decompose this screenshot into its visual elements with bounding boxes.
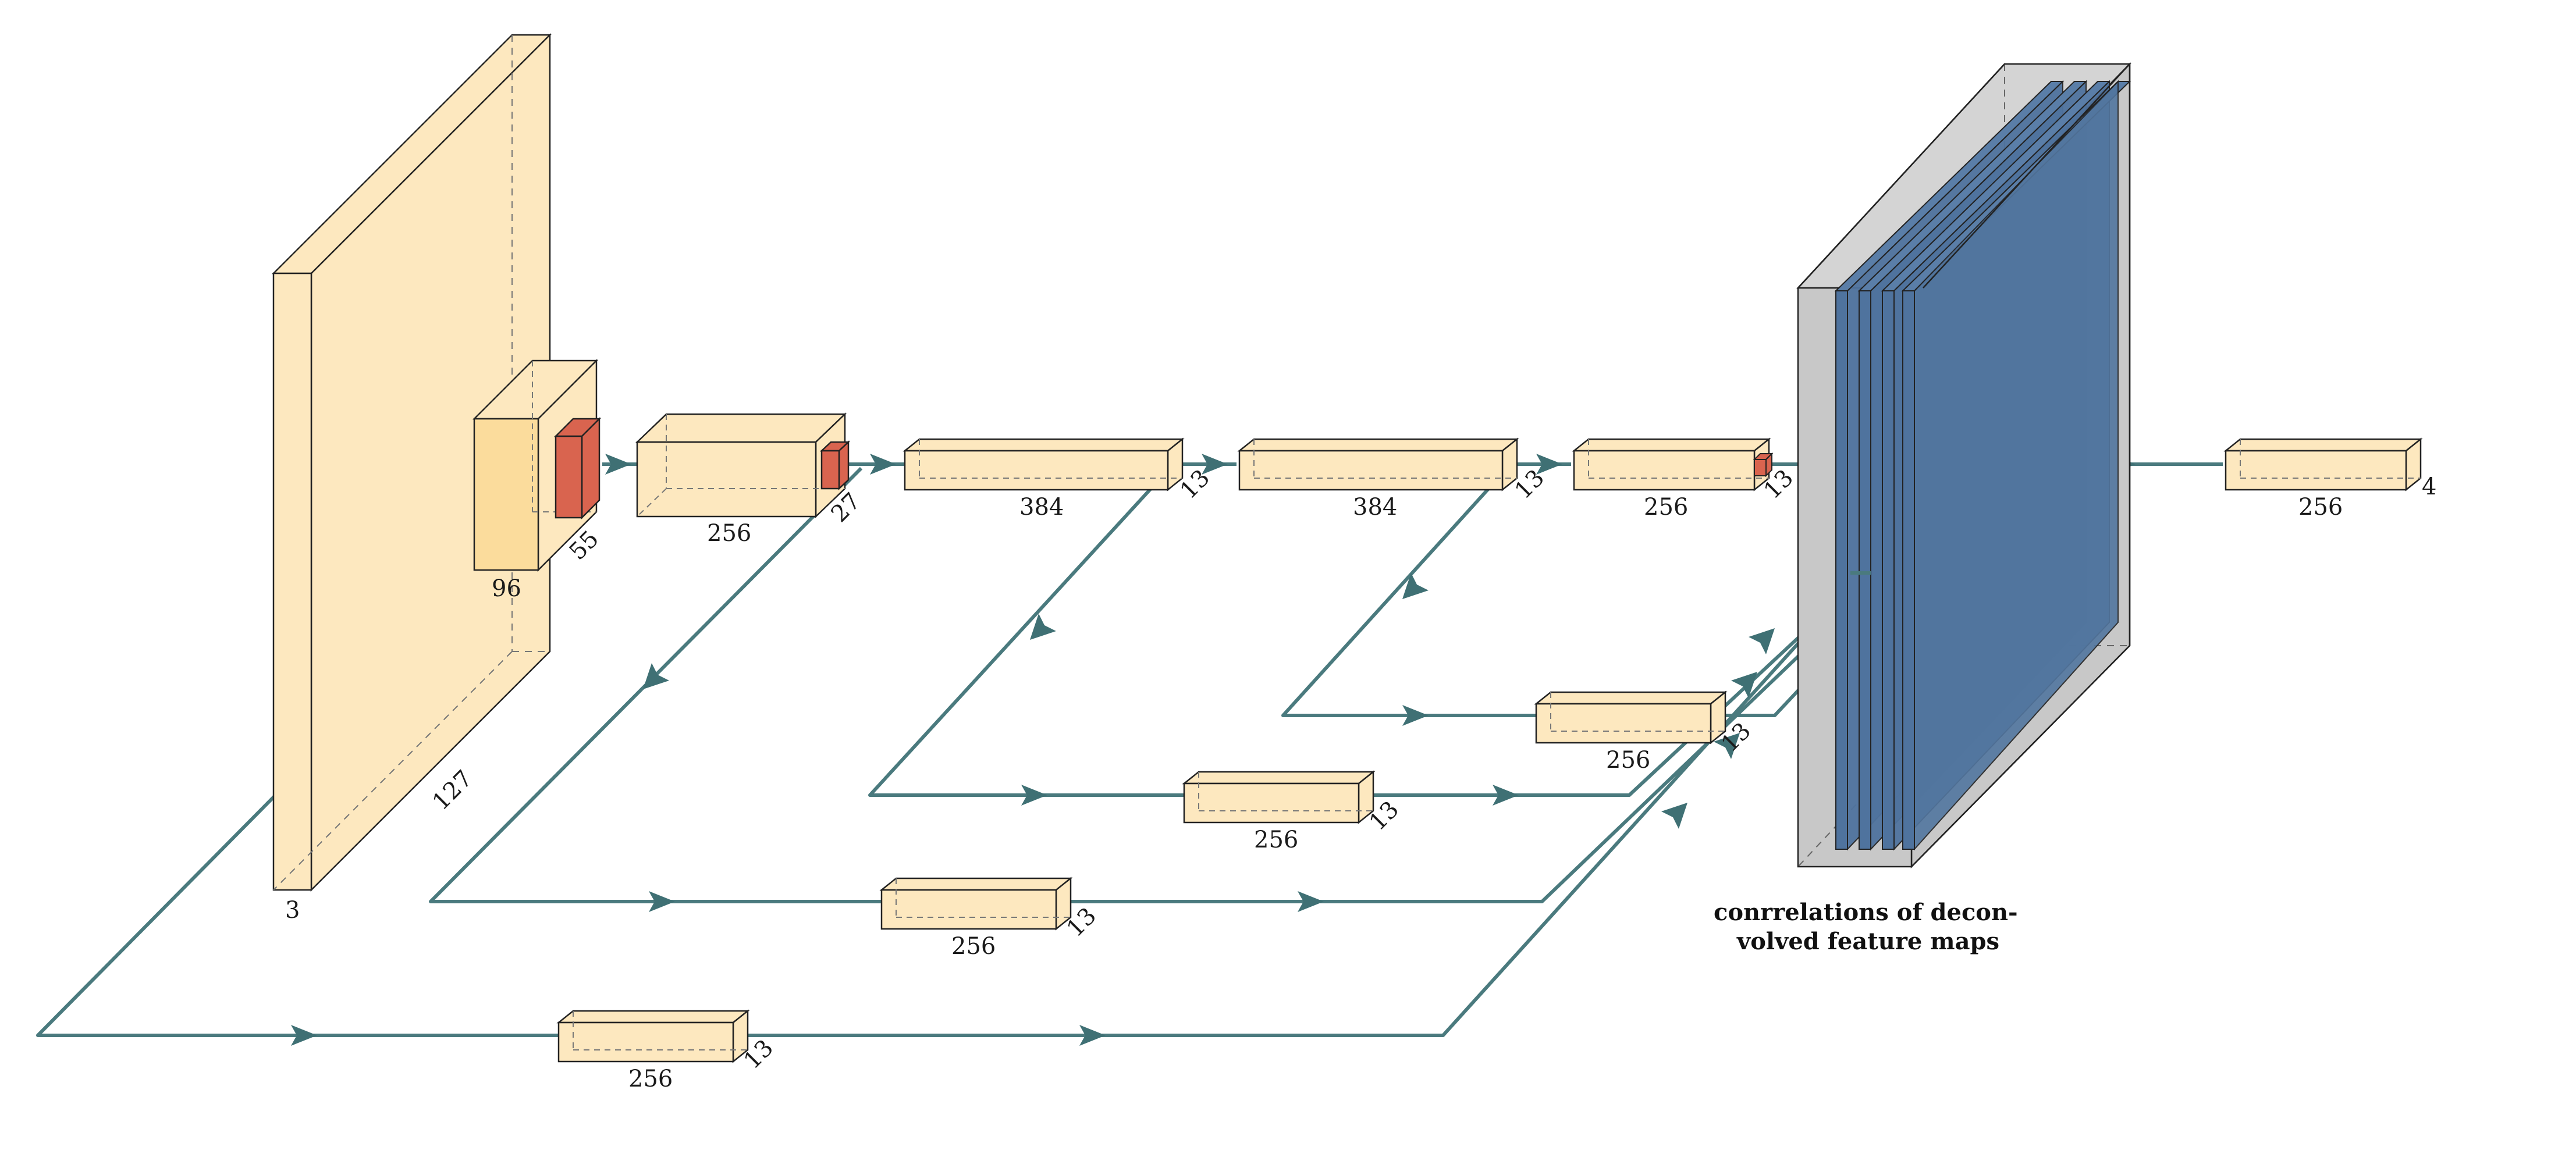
pool2-block (819, 440, 851, 490)
deconv3-block (879, 877, 1073, 931)
arrow-right-icon (1536, 454, 1562, 475)
arrow-right-icon (1402, 705, 1429, 726)
correlation-caption-line2: volved feature maps (1736, 928, 1999, 955)
output-block (2223, 437, 2423, 492)
conv2-width-label: 256 (707, 520, 751, 547)
arrow-right-icon (1021, 785, 1047, 806)
correlation-caption-line1: conrrelations of decon- (1714, 899, 2018, 926)
arrow-right-icon (1079, 1025, 1106, 1046)
arrow-right-icon (605, 454, 631, 475)
deconv1-width-label: 256 (1606, 747, 1650, 774)
pool1-block (553, 416, 602, 520)
arrow-diagonal-icon (1030, 614, 1056, 640)
arrow-diagonal-icon (643, 663, 669, 689)
conv4-block (1237, 437, 1519, 492)
conv4-width-label: 384 (1353, 494, 1397, 521)
deconv4-block (556, 1009, 750, 1063)
arrow-diagonal-icon (1731, 672, 1757, 698)
arrow-right-icon (870, 454, 896, 475)
deconv4-width-label: 256 (628, 1066, 673, 1092)
arrow-right-icon (291, 1025, 317, 1046)
deconv1-block (1534, 690, 1728, 745)
input-depth-label: 3 (285, 897, 300, 924)
arrow-right-icon (1298, 891, 1324, 912)
deconv2-block (1182, 770, 1376, 824)
arrow-right-icon (649, 891, 675, 912)
input-layer (271, 33, 552, 892)
arrow-right-icon (1493, 785, 1519, 806)
arrow-diagonal-icon (1714, 733, 1740, 759)
output-depth-label: 4 (2422, 473, 2436, 500)
deconv3-width-label: 256 (951, 933, 996, 960)
conv2-block (635, 412, 847, 518)
arrow-right-icon (1202, 454, 1228, 475)
deconv2-width-label: 256 (1254, 827, 1298, 853)
input-bottom-label: 127 (428, 765, 478, 816)
arrow-diagonal-icon (1749, 628, 1775, 654)
arrow-diagonal-icon (1402, 573, 1429, 599)
conv5-width-label: 256 (1644, 494, 1688, 521)
arrow-diagonal-icon (1661, 803, 1687, 829)
pool5-block (1753, 452, 1774, 478)
correlation-block (1796, 62, 2131, 869)
conv1-width-label: 96 (492, 575, 521, 602)
conv3-block (903, 437, 1185, 492)
conv3-width-label: 384 (1019, 494, 1064, 521)
conv5-block (1572, 437, 1771, 492)
output-width-label: 256 (2298, 494, 2343, 521)
